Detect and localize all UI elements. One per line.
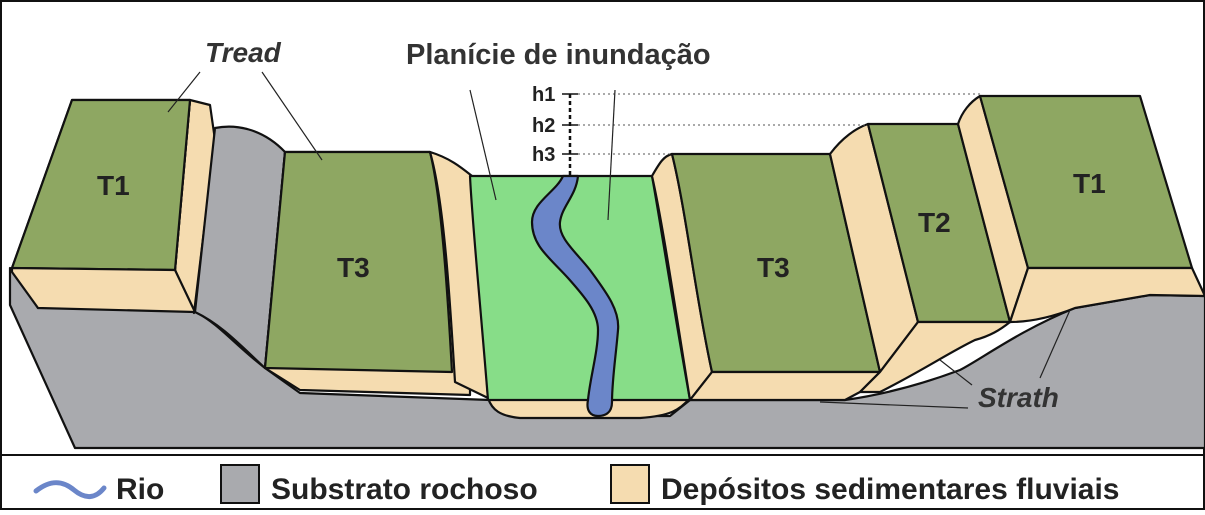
terrace-t3-left-label: T3	[337, 252, 370, 283]
terrace-t1-left-label: T1	[97, 170, 130, 201]
strath-leader-t1	[1039, 309, 1071, 379]
river-channel	[530, 174, 620, 418]
strath-leader-t3	[819, 401, 969, 409]
legend-bedrock-label: Substrato rochoso	[271, 473, 538, 506]
floodplain-title: Planície de inundação	[406, 39, 711, 71]
legend-bedrock-swatch	[220, 464, 260, 504]
h3-label: h3	[532, 144, 555, 166]
legend-river-swatch	[33, 480, 107, 499]
legend: Rio Substrato rochoso Depósitos sediment…	[33, 464, 1120, 506]
terrace-t2-label: T2	[918, 207, 951, 238]
tread-leader-right	[261, 71, 323, 161]
tread-leader-left	[167, 71, 201, 113]
legend-river-label: Rio	[116, 473, 164, 506]
terrace-t3-right-label: T3	[757, 252, 790, 283]
tread-label: Tread	[205, 37, 282, 68]
right-t1-front-deposits	[1008, 266, 1205, 324]
legend-deposits-label: Depósitos sedimentares fluviais	[661, 473, 1120, 506]
legend-deposits-swatch	[610, 464, 650, 504]
h2-label: h2	[532, 115, 555, 137]
floodplain-leader-left	[469, 89, 497, 201]
terrace-t1-right-label: T1	[1073, 168, 1106, 199]
left-t1-front-deposits	[10, 266, 197, 314]
floodplain-leader-right	[607, 89, 616, 221]
right-t3-front-deposits	[688, 370, 882, 402]
t2-front-deposits	[858, 320, 1012, 394]
strath-leader-t2	[939, 359, 973, 386]
strath-label: Strath	[978, 382, 1059, 413]
bedrock-base	[8, 266, 1205, 450]
h1-label: h1	[532, 84, 555, 106]
